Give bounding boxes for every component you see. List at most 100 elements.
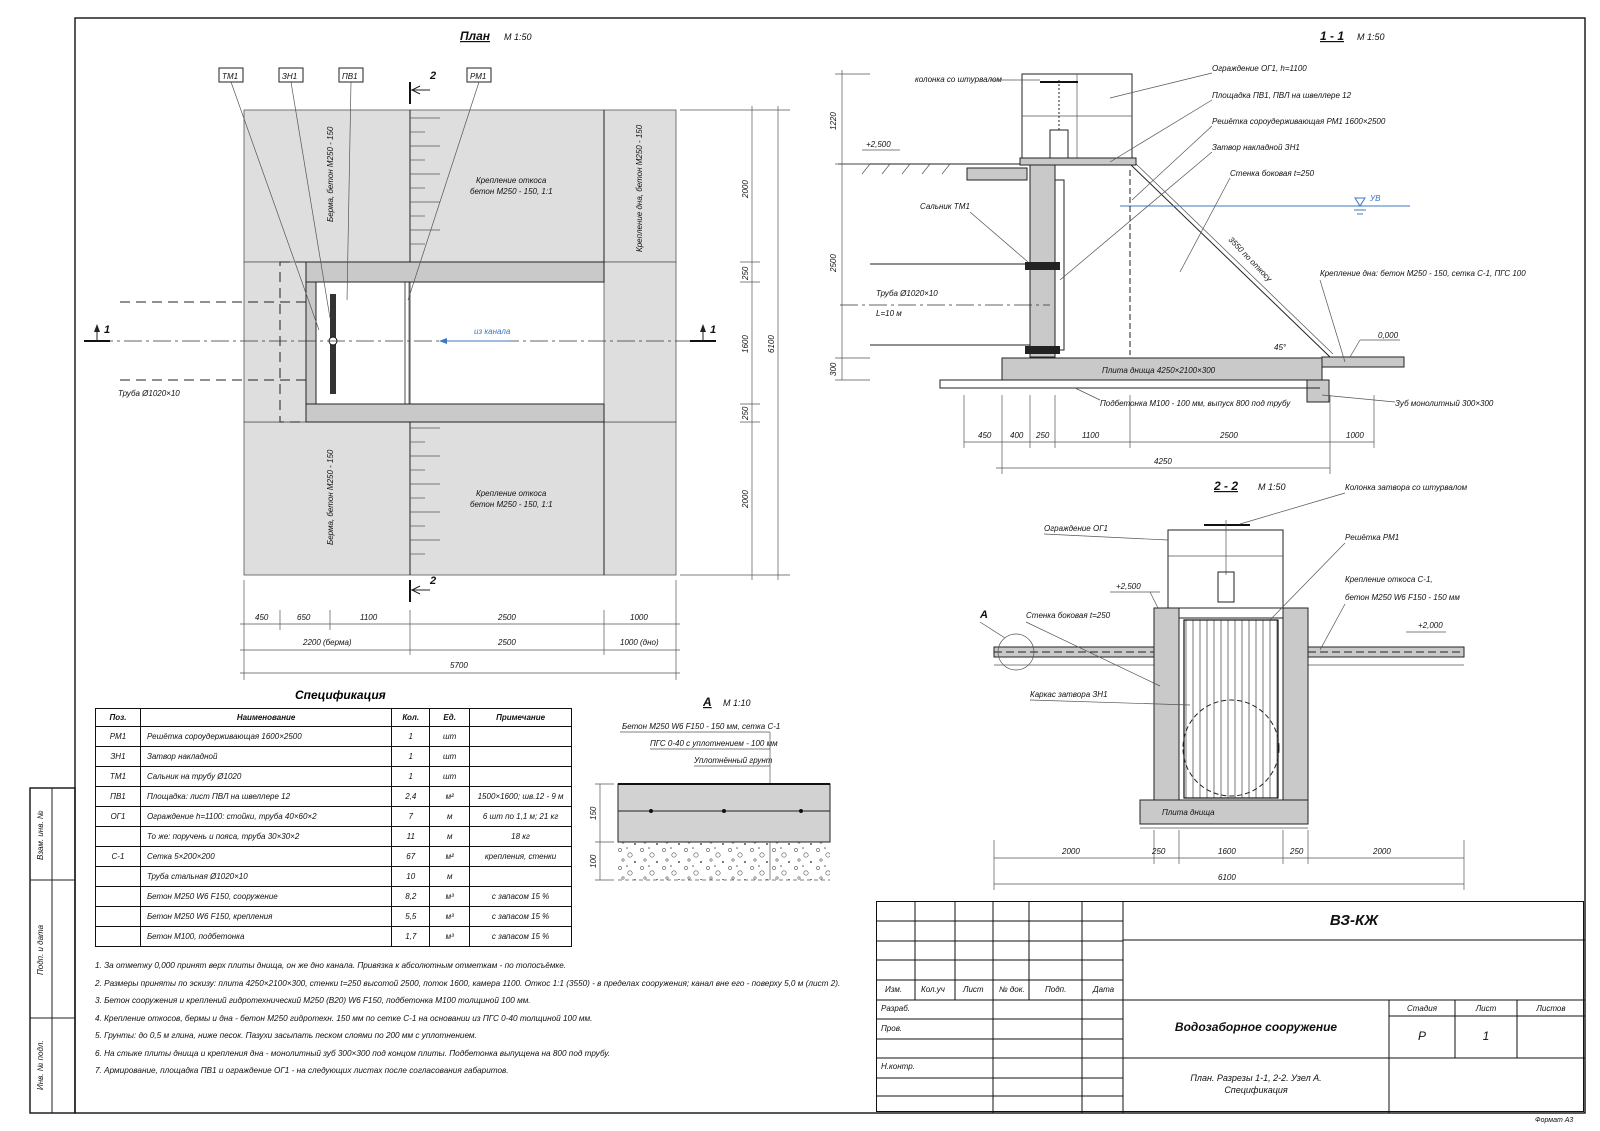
tb-subtitle-1: План. Разрезы 1-1, 2-2. Узел А.: [1190, 1073, 1322, 1083]
plan-berm-top: Берма, бетон М250 - 150: [326, 126, 335, 222]
s22-elev-left: +2,500: [1116, 582, 1141, 591]
s11-gate: Затвор накладной ЗН1: [1212, 143, 1300, 152]
spec-cell: Сальник на трубу Ø1020: [139, 766, 393, 787]
s11-dim-2500: 2500: [829, 254, 838, 273]
spec-cell: [469, 726, 572, 747]
s11-dim-b-1100: 1100: [1082, 431, 1100, 440]
tb-title: Водозаборное сооружение: [1174, 1020, 1338, 1034]
plan-dim-r-1600: 1600: [741, 335, 750, 353]
spec-cell: 1: [391, 726, 431, 747]
spec-cell: Сетка 5×200×200: [139, 846, 393, 867]
s11-pipe1: Труба Ø1020×10: [876, 289, 938, 298]
spec-cell: [95, 886, 141, 907]
tb-stage: Р: [1417, 1029, 1426, 1043]
tb-col-kol: Кол.уч: [921, 985, 945, 994]
spec-cell: Ограждение h=1100: стойки, труба 40×60×2: [139, 806, 393, 827]
spec-cell: [95, 906, 141, 927]
s22-scale: М 1:50: [1258, 482, 1286, 492]
tb-col-izm: Изм.: [885, 985, 903, 994]
tb-stage-h: Стадия: [1407, 1004, 1437, 1013]
s11-elev-zero: 0,000: [1378, 331, 1399, 340]
spec-cell: 67: [391, 846, 431, 867]
plan-flow-label: из канала: [474, 327, 511, 336]
spec-cell: 7: [391, 806, 431, 827]
s11-dim-b-450: 450: [978, 431, 992, 440]
node-a-l3: Уплотнённый грунт: [693, 756, 773, 765]
plan-pipe-label: Труба Ø1020×10: [118, 389, 180, 398]
spec-cell: [469, 746, 572, 767]
spec-h-qty: Кол.: [391, 708, 431, 727]
spec-h-note: Примечание: [469, 708, 572, 727]
plan-dim-2500: 2500: [497, 613, 516, 622]
spec-cell: крепления, стенки: [469, 846, 572, 867]
plan-view: План М 1:50: [84, 29, 790, 680]
s11-wall: Стенка боковая t=250: [1230, 169, 1315, 178]
plan-title: План: [460, 29, 491, 43]
sheet-frame: [74, 17, 1586, 1114]
s11-column: колонка со штурвалом: [915, 75, 1002, 84]
s11-slope-len: 3550 по откосу: [1227, 235, 1275, 284]
svg-text:1: 1: [104, 324, 110, 336]
plan-dims-bottom: [240, 580, 680, 680]
spec-cell: м³: [429, 926, 471, 947]
title-block: Изм. Кол.уч Лист № док. Подп. Дата Разра…: [876, 901, 1585, 1113]
s22-dim-1600: 1600: [1218, 847, 1236, 856]
node-a: А М 1:10 Бетон М250 W6 F150 - 150 мм, се…: [589, 695, 831, 881]
spec-cell: м²: [429, 786, 471, 807]
spec-h-pos: Поз.: [95, 708, 141, 727]
plan-dim-450: 450: [255, 613, 269, 622]
spec-cell: ОГ1: [95, 806, 141, 827]
tb-role-dev: Разраб.: [881, 1004, 910, 1013]
node-a-d1: 150: [589, 806, 598, 820]
s11-elev-top: +2,500: [866, 140, 891, 149]
plan-berm-bottom: Берма, бетон М250 - 150: [326, 449, 335, 545]
s22-dim-250b: 250: [1289, 847, 1304, 856]
s11-water-level: УВ: [1369, 194, 1381, 203]
node-a-scale: М 1:10: [723, 698, 751, 708]
spec-cell: [469, 766, 572, 787]
plan-dim-1000: 1000: [630, 613, 648, 622]
spec-cell: Площадка: лист ПВЛ на швеллере 12: [139, 786, 393, 807]
spec-cell: РМ1: [95, 726, 141, 747]
side-stamp: Взам. инв. № Подп. и дата Инв. № подл.: [29, 787, 76, 1114]
tb-role-check: Пров.: [881, 1024, 903, 1033]
plan-dim-1100: 1100: [360, 613, 378, 622]
node-a-d2: 100: [589, 854, 598, 868]
spec-cell: 1,7: [391, 926, 431, 947]
plan-dim-r-6100: 6100: [767, 335, 776, 353]
spec-cell: Решётка сороудерживающая 1600×2500: [139, 726, 393, 747]
plan-dim-5700: 5700: [450, 661, 468, 670]
s11-pipe2: L=10 м: [876, 309, 902, 318]
plan-dims-right: [680, 106, 790, 580]
s22-node: А: [979, 609, 988, 621]
svg-text:2: 2: [429, 70, 436, 82]
svg-text:1: 1: [710, 324, 716, 336]
note-line: 4. Крепление откосов, бермы и дна - бето…: [95, 1013, 593, 1023]
svg-text:2: 2: [429, 575, 436, 587]
tag-pv1: ПВ1: [342, 72, 358, 81]
s11-angle: 45°: [1274, 343, 1287, 352]
tb-code: ВЗ-КЖ: [1329, 912, 1379, 929]
s11-slab: Плита днища 4250×2100×300: [1102, 366, 1216, 375]
s11-platform: Площадка ПВ1, ПВЛ на швеллере 12: [1212, 91, 1352, 100]
tb-sheet: 1: [1482, 1029, 1490, 1043]
spec-cell: 18 кг: [469, 826, 572, 847]
plan-section-2-markers: 2 2: [409, 70, 436, 602]
plan-tags: ТМ1 ЗН1 ПВ1 РМ1: [218, 67, 492, 331]
s11-dim-b-400: 400: [1010, 431, 1024, 440]
section-1-1: 1 - 1 М 1:50 УВ: [829, 29, 1526, 474]
spec-cell: 6 шт по 1,1 м; 21 кг: [469, 806, 572, 827]
s11-gland: Сальник ТМ1: [920, 202, 970, 211]
spec-cell: Бетон М250 W6 F150, крепления: [139, 906, 393, 927]
s22-dim-2000a: 2000: [1061, 847, 1080, 856]
spec-cell: с запасом 15 %: [469, 906, 572, 927]
s22-dim-2000b: 2000: [1372, 847, 1391, 856]
s11-bottom-fix: Крепление дна: бетон М250 - 150, сетка С…: [1320, 269, 1526, 278]
